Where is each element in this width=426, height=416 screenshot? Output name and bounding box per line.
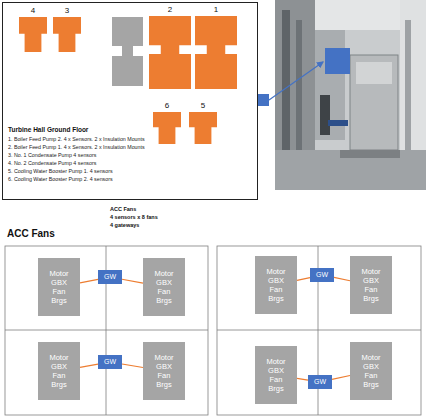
- callout-number: 2: [149, 5, 191, 14]
- callout-number: 1: [195, 5, 237, 14]
- callout-number: 4: [19, 6, 47, 15]
- section-label: ACC Fans: [7, 228, 55, 240]
- pump-shape: [53, 17, 81, 52]
- area-frame: Turbine Hall Ground Floor1. Boiler Feed …: [2, 2, 258, 200]
- equipment-item: 2. Boiler Feed Pump 1. 4 x Sensors. 2 x …: [8, 143, 253, 151]
- section-label: ACC Fans: [110, 206, 136, 214]
- equipment-label: Motor GBX Fan Brgs: [151, 353, 177, 389]
- pump-outline: [189, 112, 217, 144]
- gateway-label: GW: [104, 273, 116, 281]
- sensor-link: [122, 279, 143, 283]
- pump-node: 3: [53, 6, 81, 52]
- equipment-item: 5. Cooling Water Booster Pump 1. 4 senso…: [8, 167, 253, 175]
- pump-node: 4: [19, 6, 47, 52]
- pump-outline: [149, 16, 191, 89]
- sensor-link: [80, 279, 98, 283]
- pump-node: 5: [189, 101, 217, 144]
- sensor-link: [334, 277, 350, 280]
- gateway-label: GW: [104, 358, 116, 366]
- equipment-label: Motor GBX Fan Brgs: [46, 269, 72, 305]
- sensor-link: [122, 364, 143, 368]
- pointer-arrow: [269, 62, 323, 100]
- pump-shape: [19, 17, 47, 52]
- pump-node: 1: [195, 5, 237, 89]
- gateway-box: GW: [308, 375, 332, 389]
- equipment-label: Motor GBX Fan Brgs: [358, 353, 384, 389]
- pump-outline: [153, 112, 181, 144]
- pump-shape: [153, 112, 181, 144]
- sensor-link: [297, 278, 310, 281]
- fan-equipment-box: Motor GBX Fan Brgs: [38, 258, 80, 316]
- sensor-link: [297, 378, 308, 380]
- fan-equipment-box: Motor GBX Fan Brgs: [255, 256, 297, 314]
- equipment-item: 1. Boiler Feed Pump 2. 4 x Sensors. 2 x …: [8, 135, 253, 143]
- pump-outline: [19, 17, 47, 52]
- sensor-link: [332, 376, 350, 380]
- equipment-label: Motor GBX Fan Brgs: [151, 269, 177, 305]
- fan-equipment-box: Motor GBX Fan Brgs: [38, 342, 80, 400]
- pump-outline: [195, 16, 237, 89]
- equipment-label: Motor GBX Fan Brgs: [263, 267, 289, 303]
- callout-number: 5: [189, 101, 217, 110]
- fan-equipment-box: Motor GBX Fan Brgs: [350, 256, 392, 314]
- equipment-label: Motor GBX Fan Brgs: [263, 357, 289, 393]
- pump-node: 2: [149, 5, 191, 89]
- section-label: 4 sensors x 8 fans: [110, 214, 158, 222]
- fan-equipment-box: Motor GBX Fan Brgs: [143, 258, 185, 316]
- equipment-item: 4. No. 2 Condensate Pump 4 sensors: [8, 159, 253, 167]
- fan-equipment-box: Motor GBX Fan Brgs: [255, 346, 297, 404]
- section-label: 4 gateways: [110, 222, 139, 230]
- equipment-item: 6. Cooling Water Booster Pump 2. 4 senso…: [8, 175, 253, 183]
- fan-equipment-box: Motor GBX Fan Brgs: [143, 342, 185, 400]
- gateway-label: GW: [314, 378, 326, 386]
- gateway-box: GW: [310, 268, 334, 282]
- equipment-item: 3. No. 1 Condensate Pump 4 sensors: [8, 151, 253, 159]
- site-photo: [275, 0, 426, 190]
- pump-shape: [195, 16, 237, 89]
- callout-number: 6: [153, 101, 181, 110]
- pump-shape: [189, 112, 217, 144]
- gateway-box: GW: [98, 270, 122, 284]
- sensor-link: [80, 364, 98, 367]
- spare-pump-shape: [112, 17, 143, 86]
- pump-outline: [53, 17, 81, 52]
- pump-node: 6: [153, 101, 181, 144]
- gateway-label: GW: [316, 271, 328, 279]
- equipment-label: Motor GBX Fan Brgs: [358, 267, 384, 303]
- equipment-label: Motor GBX Fan Brgs: [46, 353, 72, 389]
- callout-number: 3: [53, 6, 81, 15]
- legend-list: Turbine Hall Ground Floor1. Boiler Feed …: [8, 125, 253, 183]
- gateway-box: GW: [98, 355, 122, 369]
- fan-grid: [5, 246, 421, 415]
- pump-shape: [149, 16, 191, 89]
- fan-equipment-box: Motor GBX Fan Brgs: [350, 342, 392, 400]
- location-marker: [257, 94, 269, 106]
